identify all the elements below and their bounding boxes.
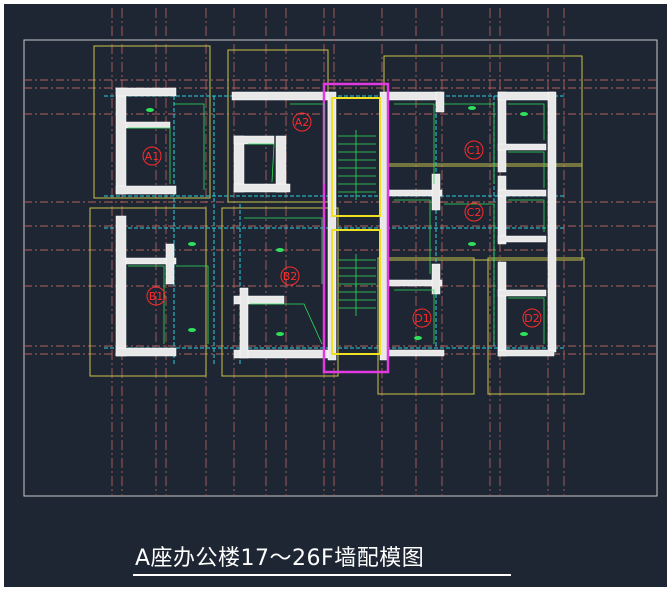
room-label-d2: D2 xyxy=(522,308,542,328)
stair-core-outline xyxy=(322,82,390,374)
room-label-text: D1 xyxy=(414,312,429,325)
room-label-c1: C1 xyxy=(464,140,484,160)
room-label-text: D2 xyxy=(524,312,539,325)
caption-underline xyxy=(133,574,511,576)
formwork-tags xyxy=(146,106,528,340)
room-label-text: B1 xyxy=(149,290,164,303)
room-label-d1: D1 xyxy=(412,308,432,328)
stair-core xyxy=(331,97,381,355)
room-label-text: A1 xyxy=(145,150,160,163)
shear-walls xyxy=(115,87,557,361)
room-label-b2: B2 xyxy=(280,266,300,286)
room-label-b1: B1 xyxy=(146,286,166,306)
room-label-text: C2 xyxy=(467,206,482,219)
zone-a1 xyxy=(93,45,211,199)
room-label-c2: C2 xyxy=(464,202,484,222)
formwork-zones xyxy=(89,45,585,395)
zone-d1 xyxy=(377,257,475,395)
zone-b1 xyxy=(89,207,207,377)
drawing-caption: A座办公楼17～26F墙配模图 xyxy=(135,546,425,571)
green-formwork-lines xyxy=(128,103,545,345)
room-label-text: C1 xyxy=(467,144,482,157)
room-label-a2: A2 xyxy=(292,112,312,132)
room-label-text: A2 xyxy=(295,116,310,129)
room-label-text: B2 xyxy=(283,270,298,283)
zone-d2 xyxy=(487,257,585,395)
site-boundary xyxy=(23,39,658,497)
stair-treads xyxy=(338,130,376,316)
room-label-a1: A1 xyxy=(142,146,162,166)
